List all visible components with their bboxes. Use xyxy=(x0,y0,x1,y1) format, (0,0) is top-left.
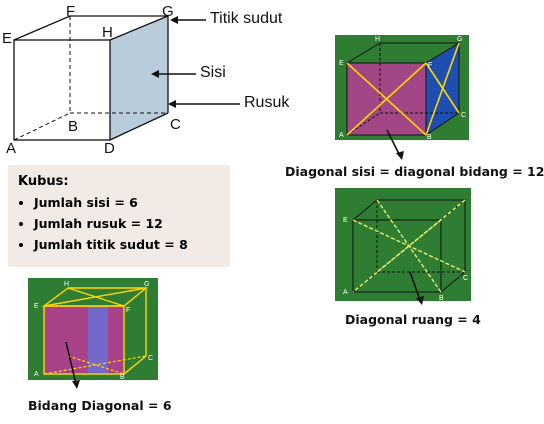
panel3-label-A: A xyxy=(34,371,39,378)
panel3-label-E: E xyxy=(34,303,39,310)
arrow-diagonal-plane xyxy=(65,341,80,389)
vertex-label-B: B xyxy=(68,118,79,135)
panel1-label-H: H xyxy=(375,36,380,43)
panel3-label-F: F xyxy=(126,307,130,314)
caption-space-diagonal: Diagonal ruang = 4 xyxy=(345,312,481,327)
panel3-label-H: H xyxy=(64,281,69,288)
panel3-label-C: C xyxy=(148,355,153,362)
caption-face-diagonal: Diagonal sisi = diagonal bidang = 12 xyxy=(285,164,544,179)
info-item-edges: Jumlah rusuk = 12 xyxy=(34,216,188,231)
info-title: Kubus: xyxy=(18,174,69,189)
panel1-label-E: E xyxy=(339,60,344,67)
diagonal-plane-figure: H G E F A B C xyxy=(34,281,153,381)
panel3-label-G: G xyxy=(144,281,149,288)
space-diagonal-figure: E A B C xyxy=(343,199,468,302)
vertex-label-A: A xyxy=(6,140,17,157)
info-list: Jumlah sisi = 6 Jumlah rusuk = 12 Jumlah… xyxy=(14,189,188,252)
panel1-label-A: A xyxy=(339,132,344,139)
panel2-label-E: E xyxy=(343,217,348,224)
panel1-label-G: G xyxy=(457,36,462,43)
panel-space-diagonal xyxy=(335,188,471,301)
info-item-vertices: Jumlah titik sudut = 8 xyxy=(34,237,188,252)
main-cube-diagram xyxy=(13,15,240,141)
cube-info-box: Kubus: Jumlah sisi = 6 Jumlah rusuk = 12… xyxy=(8,165,230,267)
face-sisi-shaded xyxy=(110,16,168,140)
arrow-face-diagonal xyxy=(386,129,404,160)
vertex-label-E: E xyxy=(2,30,13,47)
panel1-label-F: F xyxy=(428,62,432,69)
top-edges xyxy=(13,15,169,41)
annotation-rusuk: Rusuk xyxy=(244,94,290,111)
panel2-label-A: A xyxy=(343,289,348,296)
panel1-label-C: C xyxy=(461,112,466,119)
vertex-label-H: H xyxy=(102,24,113,41)
face-diagonal-figure: H G E F A B C xyxy=(339,36,466,141)
arrow-space-diagonal xyxy=(409,271,424,305)
panel2-label-B: B xyxy=(439,295,444,302)
front-face xyxy=(13,39,111,141)
caption-diagonal-plane: Bidang Diagonal = 6 xyxy=(28,398,172,413)
panel1-label-B: B xyxy=(427,134,432,141)
vertex-label-G: G xyxy=(162,3,174,20)
annotation-titik-sudut: Titik sudut xyxy=(210,10,283,27)
vertex-label-C: C xyxy=(170,116,181,133)
info-item-faces: Jumlah sisi = 6 xyxy=(34,195,188,210)
panel3-label-B: B xyxy=(120,374,125,381)
vertex-label-D: D xyxy=(104,140,115,157)
vertex-label-F: F xyxy=(66,3,76,20)
annotation-sisi: Sisi xyxy=(200,64,226,81)
panel2-label-C: C xyxy=(463,275,468,282)
